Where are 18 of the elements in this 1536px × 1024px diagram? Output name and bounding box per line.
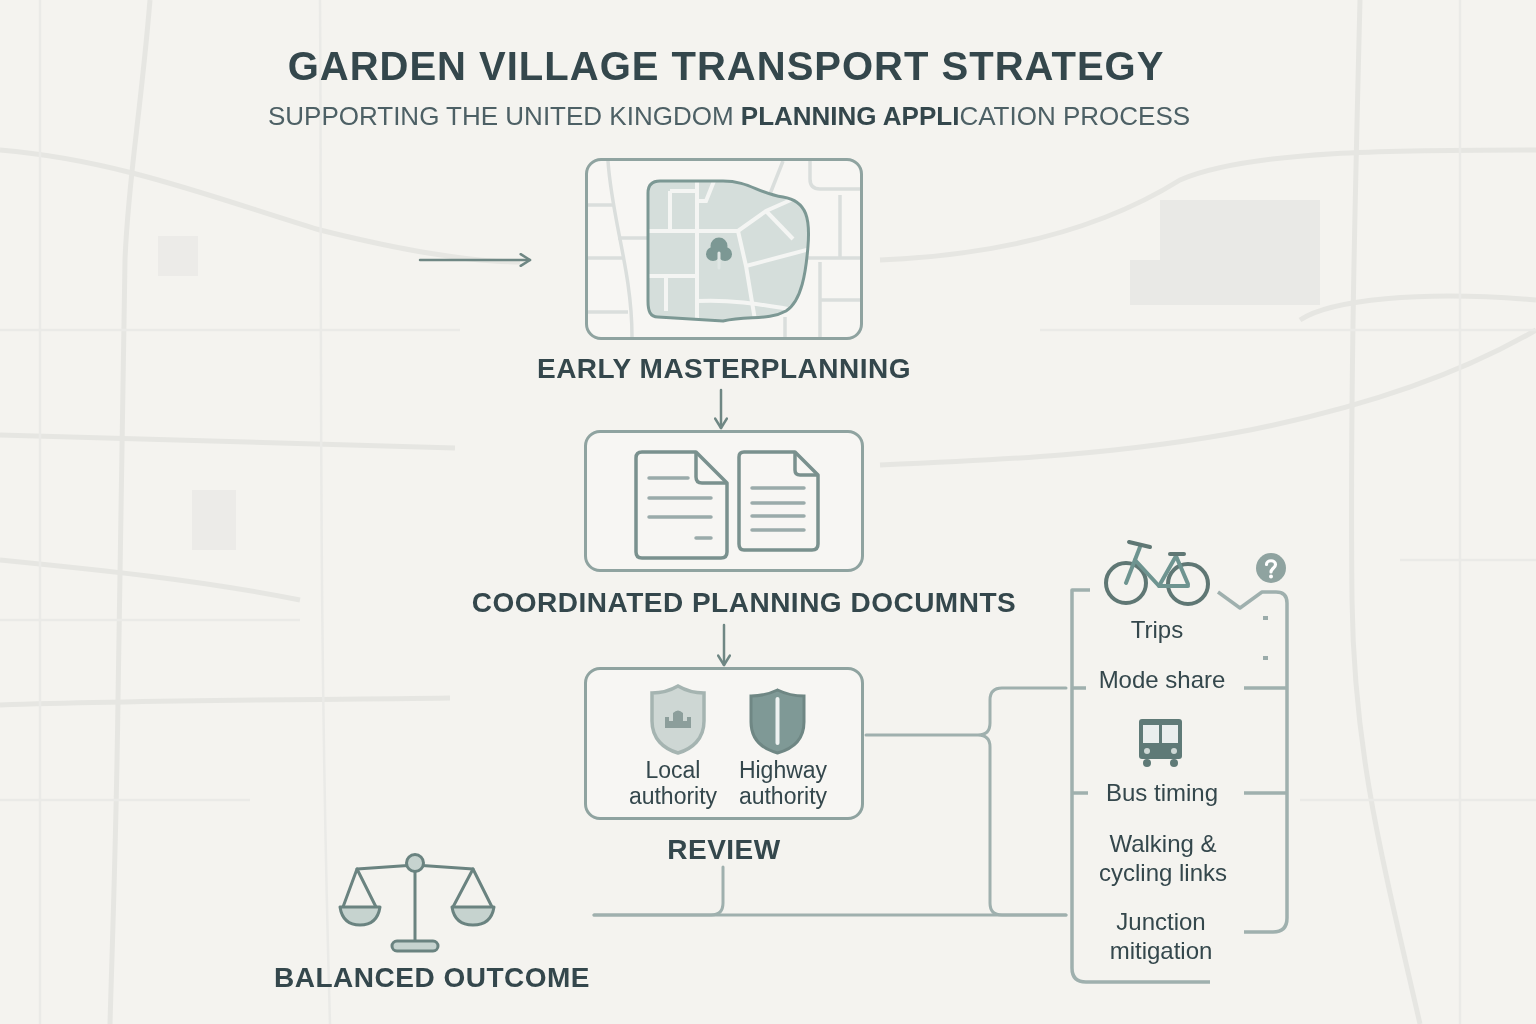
stage-heading: EARLY MASTERPLANNING [536,353,911,384]
authority-label: Local authority [628,757,718,809]
arrow [716,623,732,667]
stage-heading: REVIEW [667,834,781,865]
topic-label: Trips [1130,616,1184,643]
connector-line [864,686,1068,917]
stage-heading: COORDINATED PLANNING DOCUMNTS [471,587,1017,618]
stage-heading: BALANCED OUTCOME [274,962,590,993]
arrow [418,252,532,268]
topic-label: Mode share [1098,666,1226,693]
topic-label: Walking & cycling links [1098,830,1227,886]
authority-label: Highway authority [738,757,828,809]
topic-label: Junction mitigation [1109,908,1213,964]
subtitle: SUPPORTING THE UNITED KINGDOM PLANNING APPLICATION PROCESS [267,101,1191,131]
connector-line [592,913,1068,917]
title: GARDEN VILLAGE TRANSPORT STRATEGY [287,44,1165,88]
arrow [713,388,729,430]
topic-label: Bus timing [1105,779,1218,806]
